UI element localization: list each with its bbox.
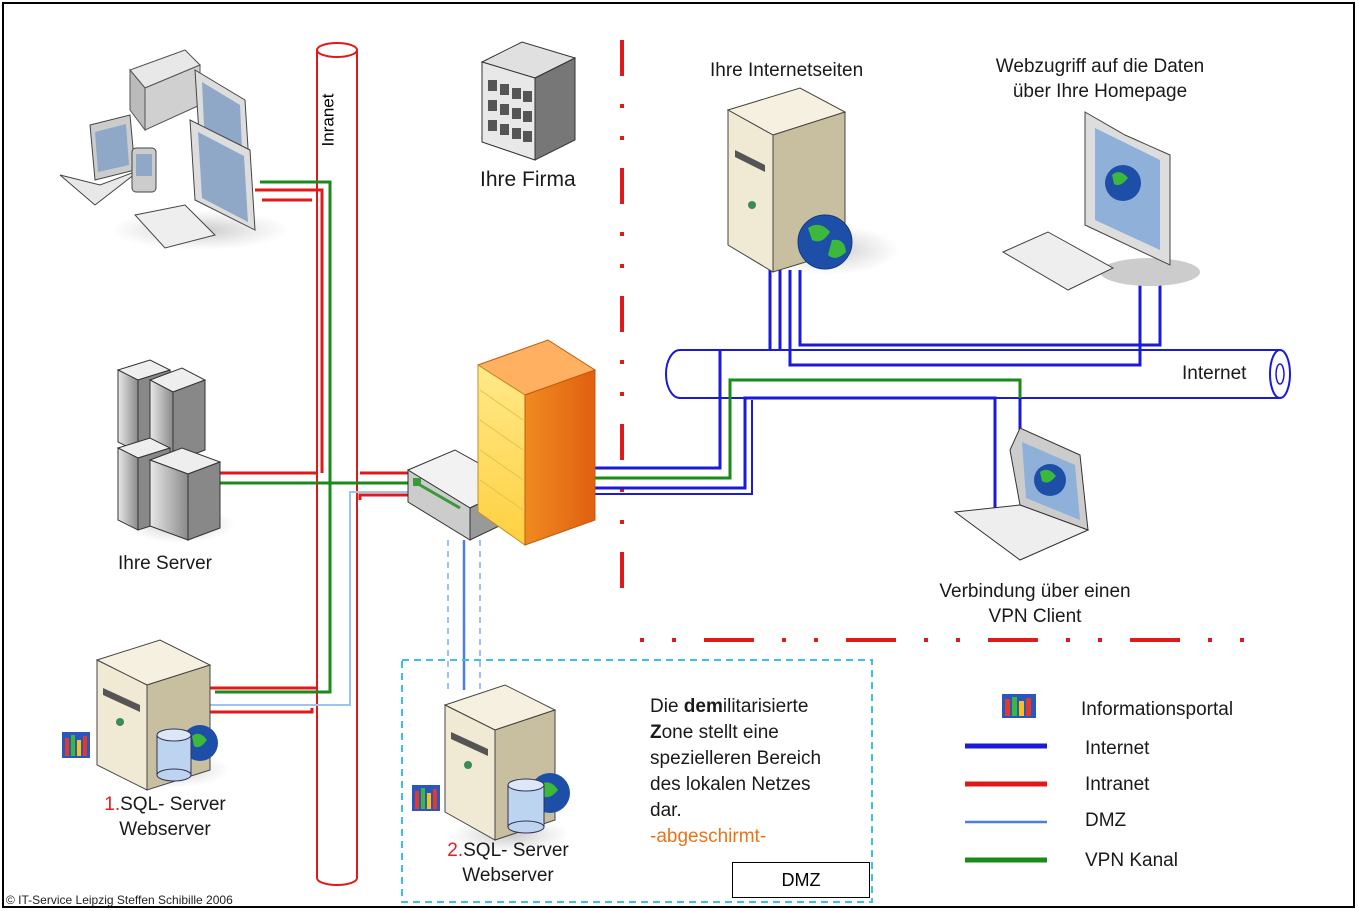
sql-server-icon xyxy=(95,639,230,791)
legend-label-internet: Internet xyxy=(1085,738,1150,759)
web-access-label: Webzugriff auf die Daten über Ihre Homep… xyxy=(995,56,1205,102)
firewall-icon xyxy=(476,339,597,546)
dmz-description: Die demilitarisierte Zone stellt eine sp… xyxy=(650,696,822,847)
intranet-pipe-label: Inranet xyxy=(318,93,338,147)
monitor-globe-icon xyxy=(1001,111,1200,291)
legend-label-vpn: VPN Kanal xyxy=(1085,850,1178,871)
info-portal-icon xyxy=(1002,694,1036,718)
vpn-client-label: Verbindung über einen VPN Client xyxy=(939,581,1131,627)
servers-label: Ihre Server xyxy=(118,553,212,574)
internet-pipe-label: Internet xyxy=(1182,363,1247,384)
building-icon xyxy=(480,41,577,161)
legend-label-dmz: DMZ xyxy=(1085,810,1127,831)
web-server-icon xyxy=(726,87,900,275)
dmz-box-label: DMZ xyxy=(732,862,870,898)
workstations-icon xyxy=(59,49,290,250)
laptop-icon xyxy=(953,427,1090,561)
legend-label-info-portal: Informationsportal xyxy=(1081,699,1234,720)
server-rack-icon xyxy=(116,359,235,543)
connection-lines xyxy=(210,180,1162,714)
legend xyxy=(965,694,1047,863)
copyright: © IT-Service Leipzig Steffen Schibille 2… xyxy=(6,893,233,907)
legend-label-intranet: Intranet xyxy=(1085,774,1150,795)
company-boundary xyxy=(620,40,1265,642)
intranet-pipe xyxy=(316,42,358,886)
sql-server-1-label: 1.SQL- Server Webserver xyxy=(104,794,226,840)
info-portal-icon xyxy=(62,732,90,758)
dmz-zone xyxy=(401,659,873,903)
sql-server-icon xyxy=(443,684,570,853)
internet-pages-label: Ihre Internetseiten xyxy=(710,60,864,81)
sql-server-2-label: 2.SQL- Server Webserver xyxy=(447,840,569,886)
info-portal-icon xyxy=(412,785,440,811)
company-label: Ihre Firma xyxy=(480,168,576,191)
